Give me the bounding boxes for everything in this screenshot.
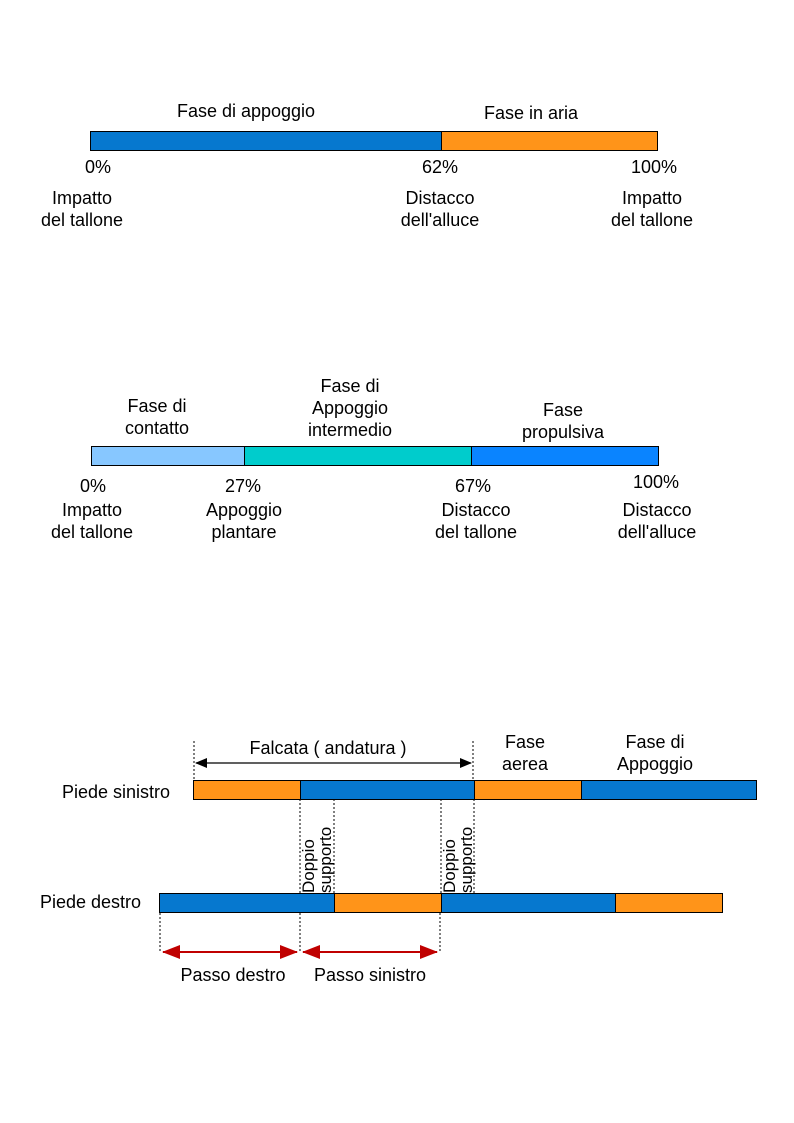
left-foot-label: Piede sinistro — [62, 782, 171, 802]
right-foot-label: Piede destro — [40, 892, 142, 912]
swing-phase-label: Fase in aria — [483, 103, 579, 123]
right-step-label: Passo destro — [180, 965, 286, 985]
left-foot-stance-bar — [581, 780, 757, 800]
right-foot-swing-bar — [334, 893, 442, 913]
falcata-label: Falcata ( andatura ) — [249, 738, 407, 758]
percent-label: 67% — [454, 476, 492, 496]
propulsive-phase-bar — [471, 446, 659, 466]
left-step-label: Passo sinistro — [313, 965, 427, 985]
percent-label: 100% — [632, 472, 680, 492]
swing-phase-bar — [441, 131, 658, 151]
percent-label: 0% — [79, 476, 107, 496]
left-foot-swing-bar — [193, 780, 301, 800]
right-foot-stance-bar — [159, 893, 335, 913]
right-foot-swing-bar — [615, 893, 723, 913]
left-foot-swing-bar — [474, 780, 582, 800]
left-foot-stance-bar — [300, 780, 475, 800]
stance-phase-label: Fase di appoggio — [176, 101, 316, 121]
percent-label: 100% — [630, 157, 678, 177]
percent-label: 27% — [224, 476, 262, 496]
right-foot-stance-bar — [441, 893, 616, 913]
percent-label: 62% — [421, 157, 459, 177]
percent-label: 0% — [84, 157, 112, 177]
